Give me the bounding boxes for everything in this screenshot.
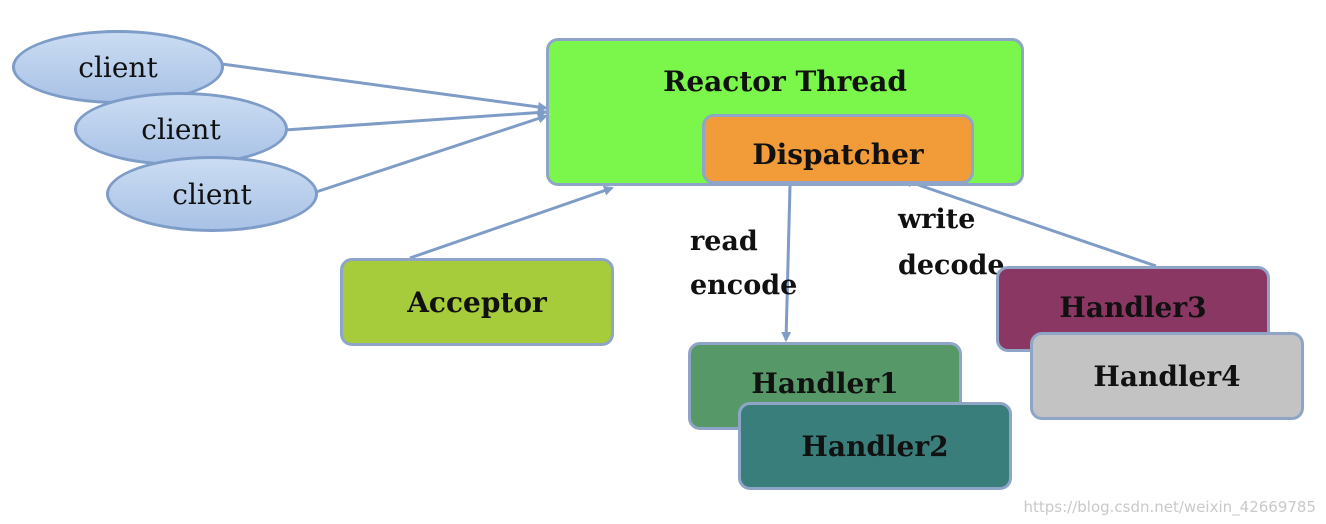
arrow-handler3-to-dispatcher: [902, 177, 1157, 268]
handler3-label: Handler3: [1059, 291, 1207, 324]
arrow-client2-to-reactor: [284, 107, 548, 132]
edge-label-decode: decode: [898, 250, 1005, 281]
client-label: client: [78, 50, 158, 84]
dispatcher-box: Dispatcher: [702, 114, 974, 184]
handler1-label: Handler1: [751, 367, 899, 400]
handler4-box: Handler4: [1030, 332, 1304, 420]
acceptor-label: Acceptor: [407, 285, 547, 319]
client-node-3: client: [106, 156, 318, 232]
edge-label-read: read: [690, 226, 758, 257]
edge-label-write: write: [898, 204, 976, 235]
edge-label-encode: encode: [690, 270, 798, 301]
arrow-client1-to-reactor: [221, 62, 548, 112]
handler2-label: Handler2: [801, 429, 949, 463]
watermark: https://blog.csdn.net/weixin_42669785: [1023, 498, 1316, 516]
handler4-label: Handler4: [1093, 359, 1241, 393]
client-label: client: [141, 112, 221, 146]
client-label: client: [172, 177, 252, 211]
arrow-client3-to-reactor: [315, 113, 548, 194]
acceptor-box: Acceptor: [340, 258, 614, 346]
arrow-dispatcher-to-handler1: [781, 185, 792, 342]
dispatcher-label: Dispatcher: [752, 138, 924, 171]
handler2-box: Handler2: [738, 402, 1012, 490]
reactor-thread-label: Reactor Thread: [663, 65, 907, 98]
client-node-2: client: [74, 92, 288, 166]
arrow-acceptor-to-reactor: [409, 185, 614, 260]
